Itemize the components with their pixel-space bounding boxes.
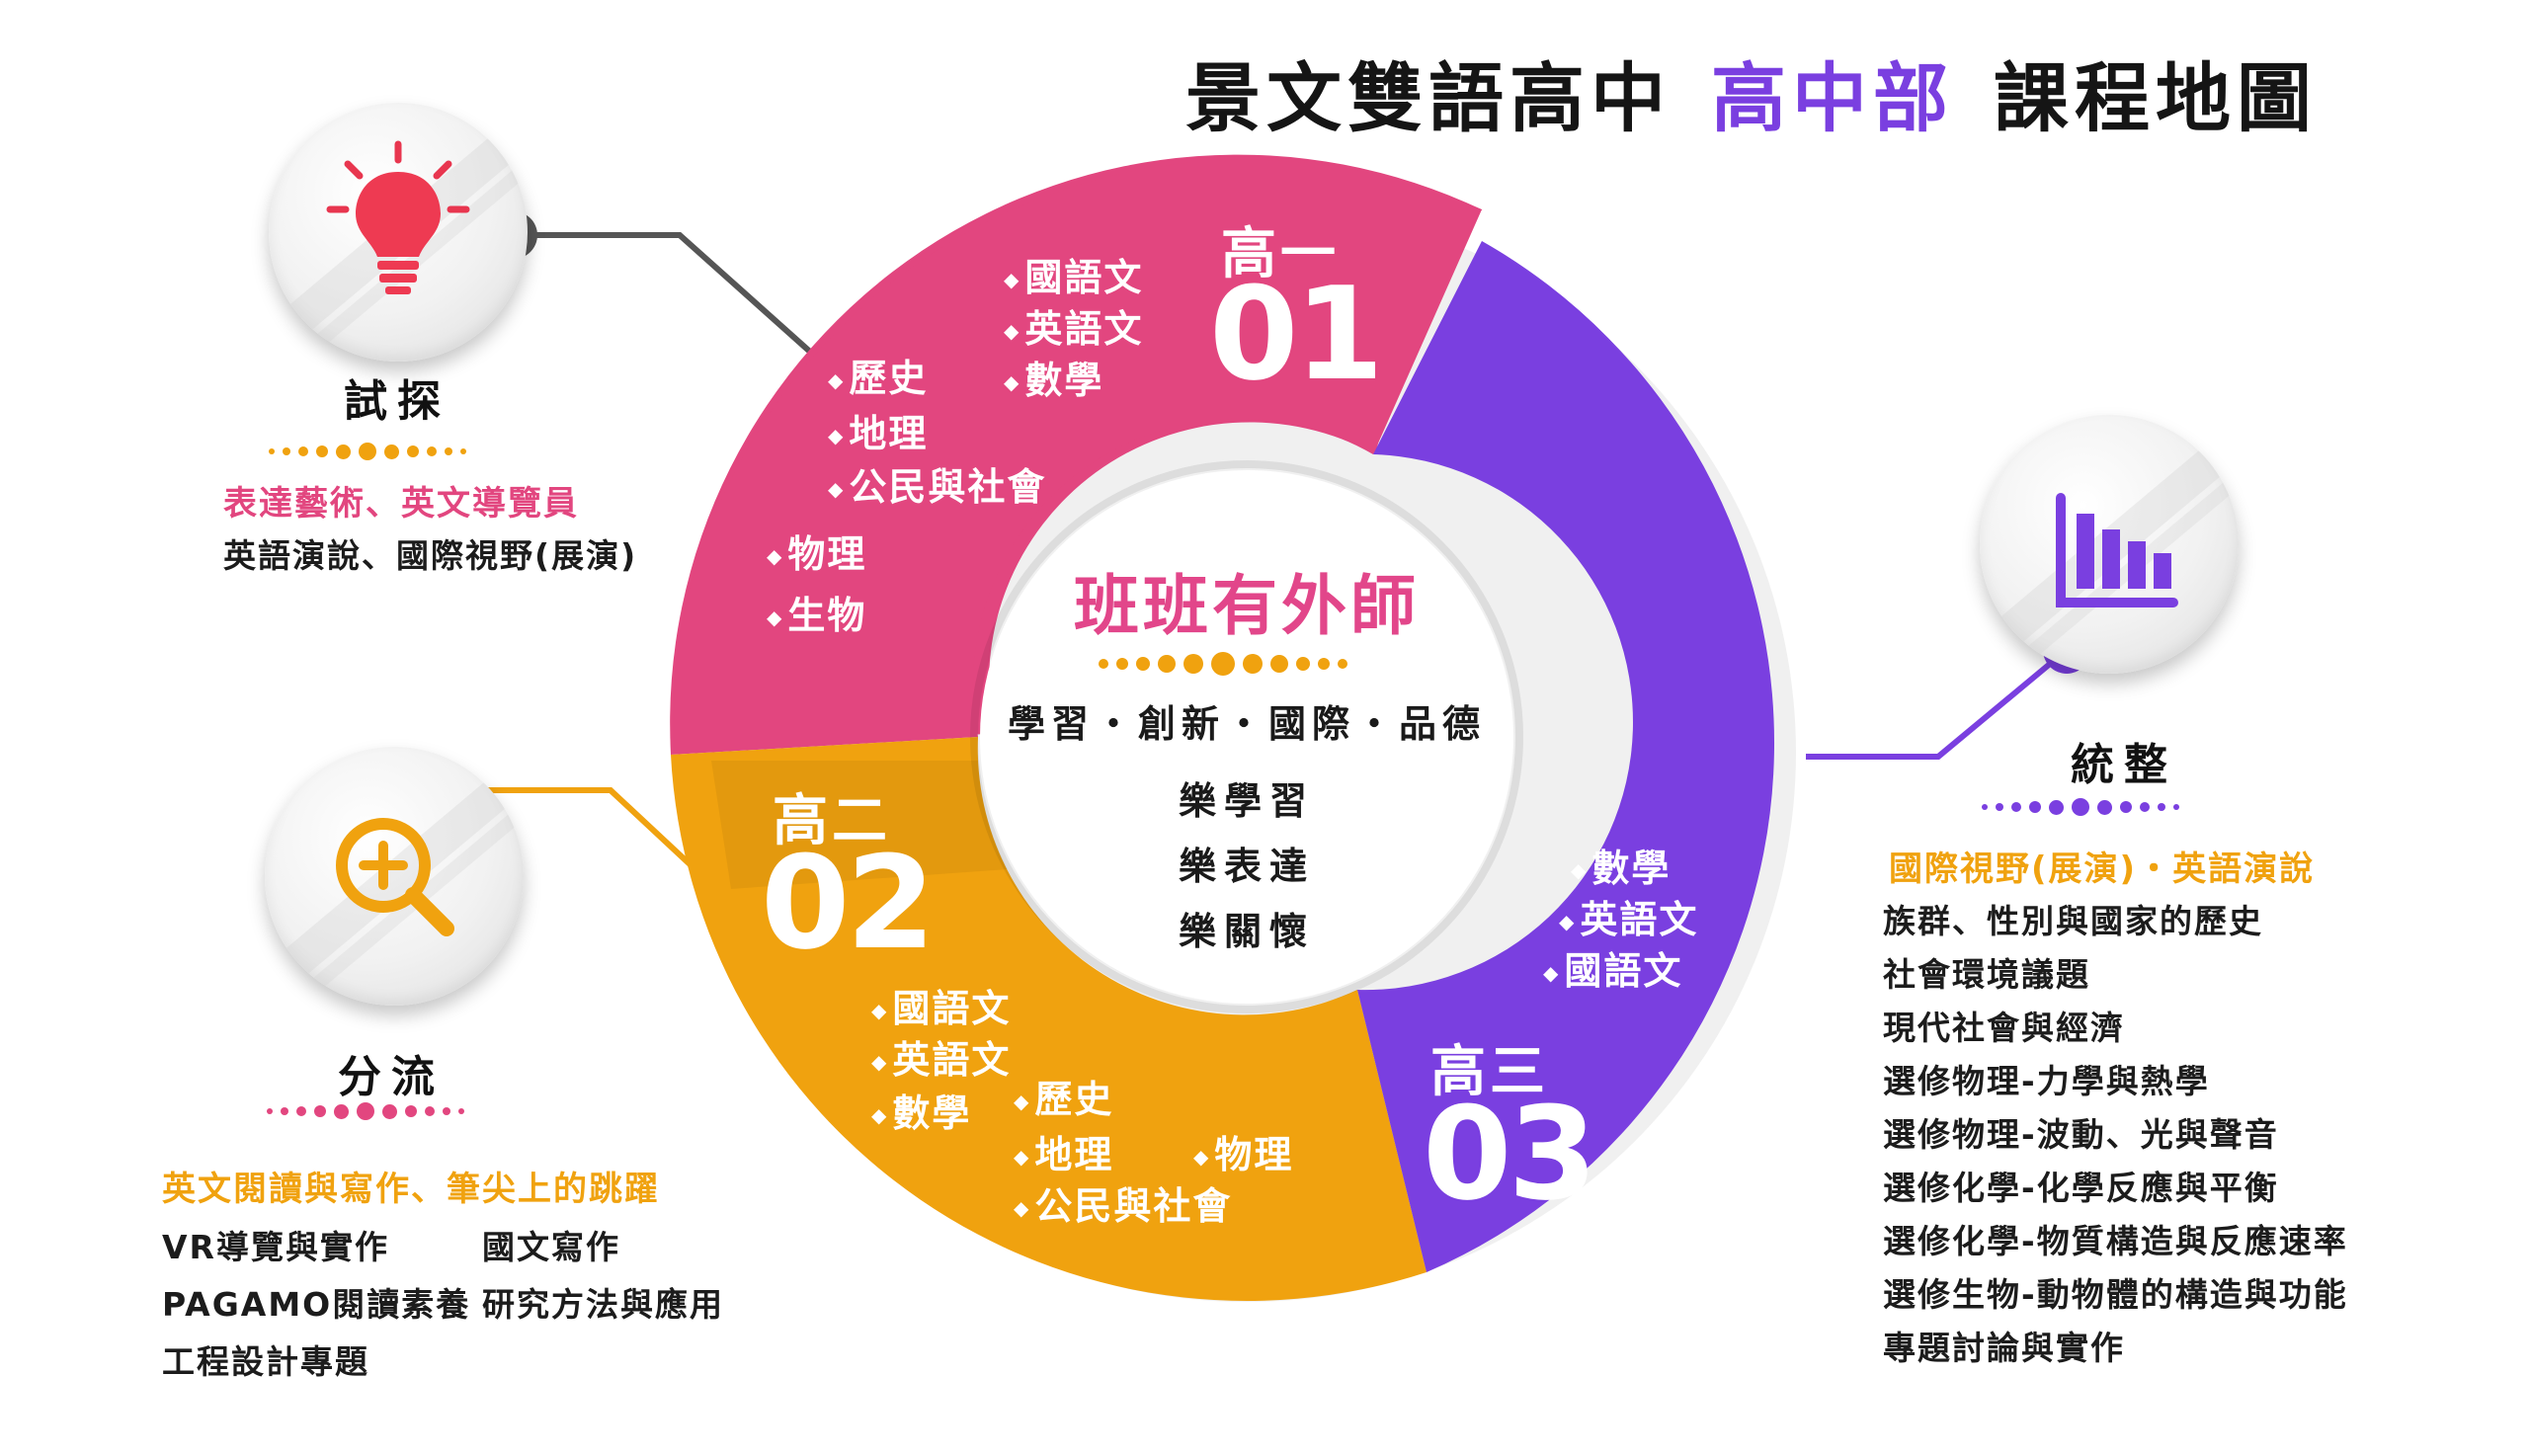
subject-item: 地理	[828, 403, 928, 457]
branch-dots	[267, 1102, 464, 1120]
subject-item: 國語文	[871, 978, 1011, 1032]
explore-label: 試探	[344, 376, 450, 427]
explore-highlight: 表達藝術、英文導覽員	[223, 484, 579, 524]
subject-item: 國語文	[1004, 247, 1143, 301]
subject-item: 數學	[1571, 838, 1671, 892]
subject-item: 數學	[1004, 350, 1103, 404]
segment-year3	[1357, 241, 1775, 1272]
branch-line: 工程設計專題	[162, 1342, 369, 1381]
year1-label: 高一	[1221, 222, 1340, 286]
integrate-line: 選修物理-波動、光與聲音	[1883, 1115, 2279, 1154]
subject-item: 英語文	[1559, 889, 1698, 943]
year2-label: 高二	[773, 789, 891, 853]
subject-item: 數學	[871, 1083, 971, 1137]
integrate-line: 專題討論與實作	[1883, 1329, 2125, 1367]
subject-item: 物理	[767, 524, 866, 578]
segment-year1-main	[670, 159, 1482, 756]
segment-year2-shade	[711, 761, 1008, 889]
subject-item: 公民與社會	[828, 456, 1046, 511]
subject-item: 國語文	[1543, 940, 1682, 995]
explore-line: 英語演說、國際視野(展演)	[223, 536, 638, 575]
branch-line: PAGAMO閱讀素養	[162, 1285, 471, 1324]
integrate-line: 現代社會與經濟	[1883, 1009, 2125, 1047]
year1-number: 01	[1209, 259, 1384, 409]
integrate-line: 選修物理-力學與熱學	[1883, 1062, 2210, 1100]
year3-label: 高三	[1430, 1040, 1549, 1104]
subject-item: 歷史	[828, 348, 928, 402]
integrate-line: 選修化學-物質構造與反應速率	[1883, 1222, 2348, 1260]
branch-icon-circle	[265, 747, 524, 1006]
integrate-line: 族群、性別與國家的歷史	[1883, 902, 2263, 940]
magnifier-plus-icon	[336, 818, 454, 936]
branch-highlight: 英文閱讀與寫作、筆尖上的跳躍	[162, 1170, 660, 1209]
lightbulb-icon	[326, 140, 470, 294]
subject-item: 物理	[1193, 1124, 1293, 1178]
branch-label: 分流	[338, 1052, 445, 1102]
center-title: 班班有外師	[1074, 568, 1420, 644]
explore-icon-circle	[269, 103, 528, 362]
year2-number: 02	[761, 828, 936, 978]
center-motto: 樂表達	[1178, 845, 1315, 888]
integrate-line: 選修化學-化學反應與平衡	[1883, 1169, 2279, 1207]
branch-line: VR導覽與實作	[162, 1228, 389, 1266]
integrate-line: 選修生物-動物體的構造與功能	[1883, 1275, 2348, 1314]
integrate-highlight: 國際視野(展演)・英語演說	[1889, 849, 2316, 889]
center-motto: 樂學習	[1178, 779, 1315, 823]
center-motto: 樂關懷	[1178, 910, 1315, 953]
title-main: 景文雙語高中	[1185, 54, 1672, 142]
integrate-dots	[1982, 798, 2179, 816]
subject-item: 公民與社會	[1014, 1175, 1232, 1230]
branch-line: 研究方法與應用	[482, 1285, 724, 1324]
subject-item: 地理	[1014, 1124, 1113, 1178]
title-tail: 課程地圖	[1994, 54, 2318, 142]
integrate-line: 社會環境議題	[1883, 955, 2090, 994]
subject-item: 歷史	[1014, 1069, 1113, 1123]
title-accent: 高中部	[1711, 54, 1954, 142]
integrate-icon-circle	[1980, 415, 2239, 674]
explore-connector	[514, 232, 822, 364]
integrate-connector	[1806, 647, 2069, 760]
explore-dots	[269, 443, 466, 460]
integrate-label: 統整	[2071, 740, 2177, 790]
page-title: 景文雙語高中高中部課程地圖	[1185, 38, 2371, 146]
center-dots	[1099, 652, 1347, 676]
subject-item: 英語文	[871, 1029, 1011, 1084]
subject-item: 生物	[767, 585, 866, 639]
branch-line: 國文寫作	[482, 1228, 620, 1266]
center-disc	[980, 470, 1513, 1004]
center-values: 學習・創新・國際・品德	[1007, 702, 1486, 746]
year3-number: 03	[1423, 1079, 1597, 1229]
bar-chart-icon	[2056, 493, 2178, 607]
subject-item: 英語文	[1004, 298, 1143, 353]
